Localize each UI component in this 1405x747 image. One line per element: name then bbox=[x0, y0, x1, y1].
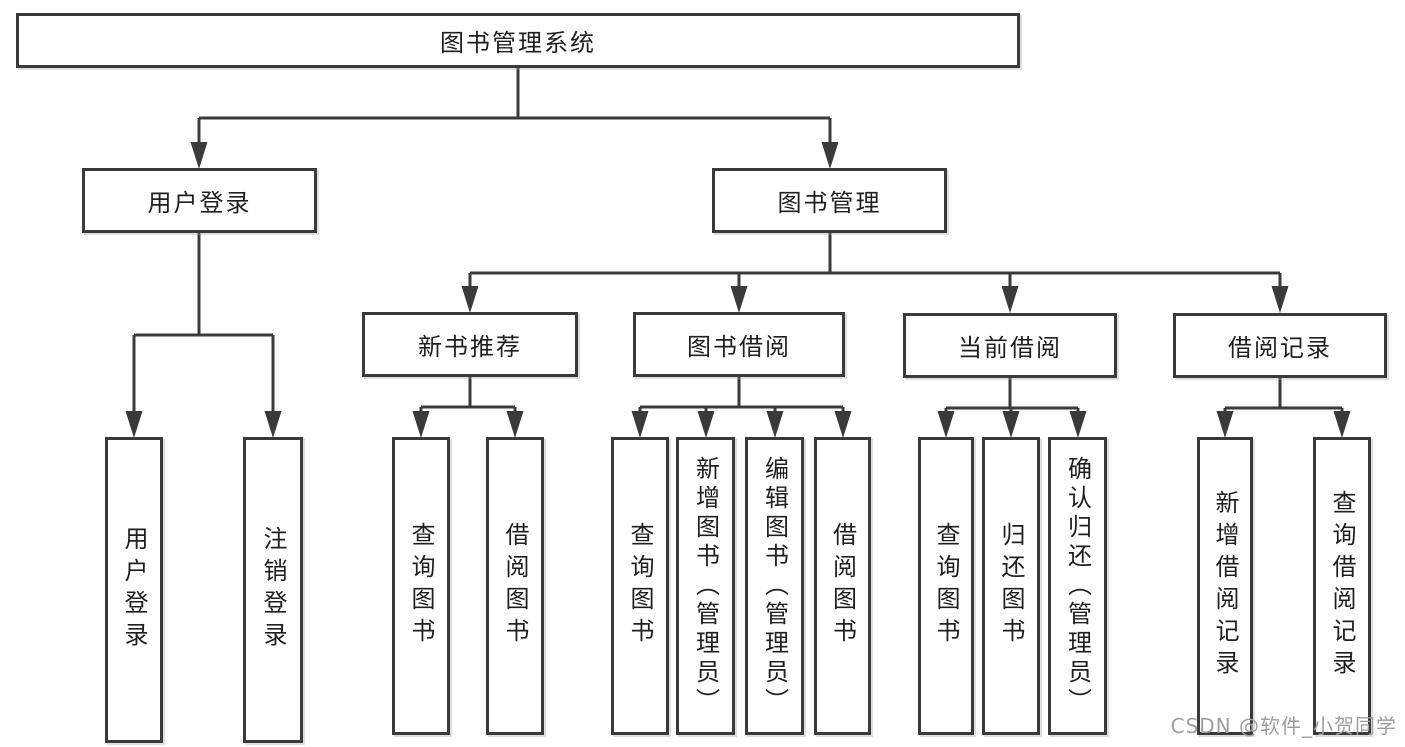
leaf-label: 编辑图书（管理员） bbox=[760, 455, 789, 717]
leaf-add-books-admin: 新增图书（管理员） bbox=[676, 437, 735, 735]
leaf-label: 查询图书 bbox=[932, 522, 960, 650]
leaf-return-books: 归还图书 bbox=[982, 437, 1040, 735]
leaf-add-borrow-record: 新增借阅记录 bbox=[1197, 437, 1253, 735]
node-book-borrowing: 图书借阅 bbox=[633, 312, 845, 377]
node-new-book-recommend: 新书推荐 bbox=[362, 312, 578, 377]
leaf-edit-books-admin: 编辑图书（管理员） bbox=[745, 437, 804, 735]
leaf-user-login: 用户登录 bbox=[105, 437, 163, 743]
node-label: 图书借阅 bbox=[687, 333, 791, 361]
leaf-label: 新增借阅记录 bbox=[1211, 490, 1239, 682]
leaf-current-query-books: 查询图书 bbox=[918, 437, 974, 735]
leaf-label: 借阅图书 bbox=[828, 522, 857, 650]
node-book-management: 图书管理 bbox=[712, 168, 947, 233]
leaf-label: 归还图书 bbox=[997, 522, 1025, 650]
leaf-label: 查询借阅记录 bbox=[1328, 490, 1356, 682]
node-borrowing-records: 借阅记录 bbox=[1173, 313, 1387, 378]
csdn-watermark: CSDN @软件_小贺同学 bbox=[1170, 714, 1397, 738]
leaf-label: 新增图书（管理员） bbox=[691, 455, 720, 717]
leaf-confirm-return-admin: 确认归还（管理员） bbox=[1048, 437, 1107, 735]
leaf-label: 确认归还（管理员） bbox=[1063, 455, 1092, 717]
node-label: 图书管理 bbox=[777, 189, 882, 217]
node-label: 当前借阅 bbox=[958, 334, 1062, 362]
node-root-library-system: 图书管理系统 bbox=[16, 13, 1020, 68]
node-label: 新书推荐 bbox=[418, 333, 522, 361]
leaf-recommend-query-books: 查询图书 bbox=[392, 437, 450, 735]
leaf-label: 借阅图书 bbox=[501, 522, 529, 650]
leaf-query-borrow-record: 查询借阅记录 bbox=[1313, 437, 1371, 735]
node-user-login: 用户登录 bbox=[82, 168, 317, 233]
leaf-label: 查询图书 bbox=[626, 522, 654, 650]
node-current-borrowing: 当前借阅 bbox=[903, 313, 1117, 378]
leaf-logout: 注销登录 bbox=[243, 437, 303, 743]
leaf-label: 查询图书 bbox=[407, 522, 435, 650]
leaf-label: 用户登录 bbox=[120, 526, 148, 654]
node-label: 图书管理系统 bbox=[440, 29, 596, 57]
leaf-borrowing-query-books: 查询图书 bbox=[611, 437, 669, 735]
leaf-recommend-borrow-books: 借阅图书 bbox=[486, 437, 544, 735]
leaf-borrowing-borrow-books: 借阅图书 bbox=[814, 437, 871, 735]
node-label: 用户登录 bbox=[147, 189, 252, 217]
node-label: 借阅记录 bbox=[1228, 334, 1332, 362]
leaf-label: 注销登录 bbox=[259, 526, 287, 654]
